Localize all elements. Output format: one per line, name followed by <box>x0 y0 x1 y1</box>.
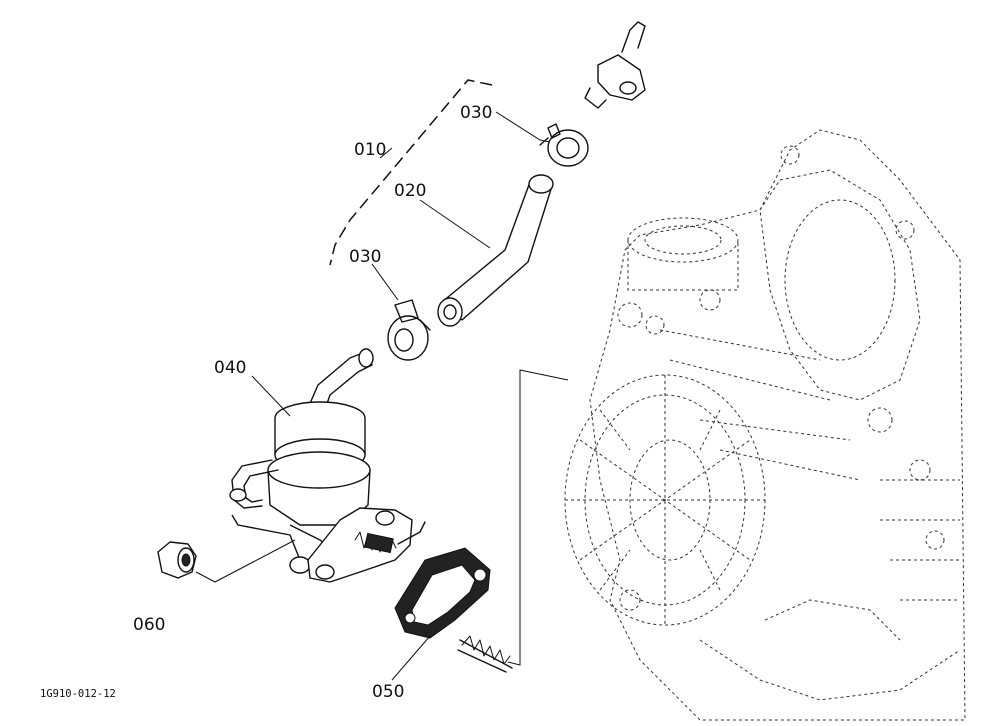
callout-010: 010 <box>354 140 386 160</box>
pump-flange <box>307 507 426 583</box>
callout-050: 050 <box>372 682 404 702</box>
gasket-050 <box>394 547 491 639</box>
stud-bolt <box>457 635 513 673</box>
mounting-leader <box>507 369 569 666</box>
callout-labels: 030 010 020 030 040 060 050 1G910-012-12 <box>40 103 492 702</box>
top-fitting <box>584 21 646 109</box>
callout-040: 040 <box>214 358 246 378</box>
callout-020: 020 <box>394 181 426 201</box>
callout-060: 060 <box>133 615 165 635</box>
nut-060 <box>157 541 197 579</box>
leader-lines <box>195 111 551 681</box>
engine-block <box>564 129 966 721</box>
assembly-bracket-010 <box>329 79 493 266</box>
callout-030-bottom: 030 <box>349 247 381 267</box>
fuel-hose-020 <box>437 174 554 327</box>
hose-clamp-030-top <box>539 123 589 167</box>
figure-code: 1G910-012-12 <box>40 688 116 700</box>
hose-clamp-030-bottom <box>387 299 431 361</box>
callout-030-top: 030 <box>460 103 492 123</box>
